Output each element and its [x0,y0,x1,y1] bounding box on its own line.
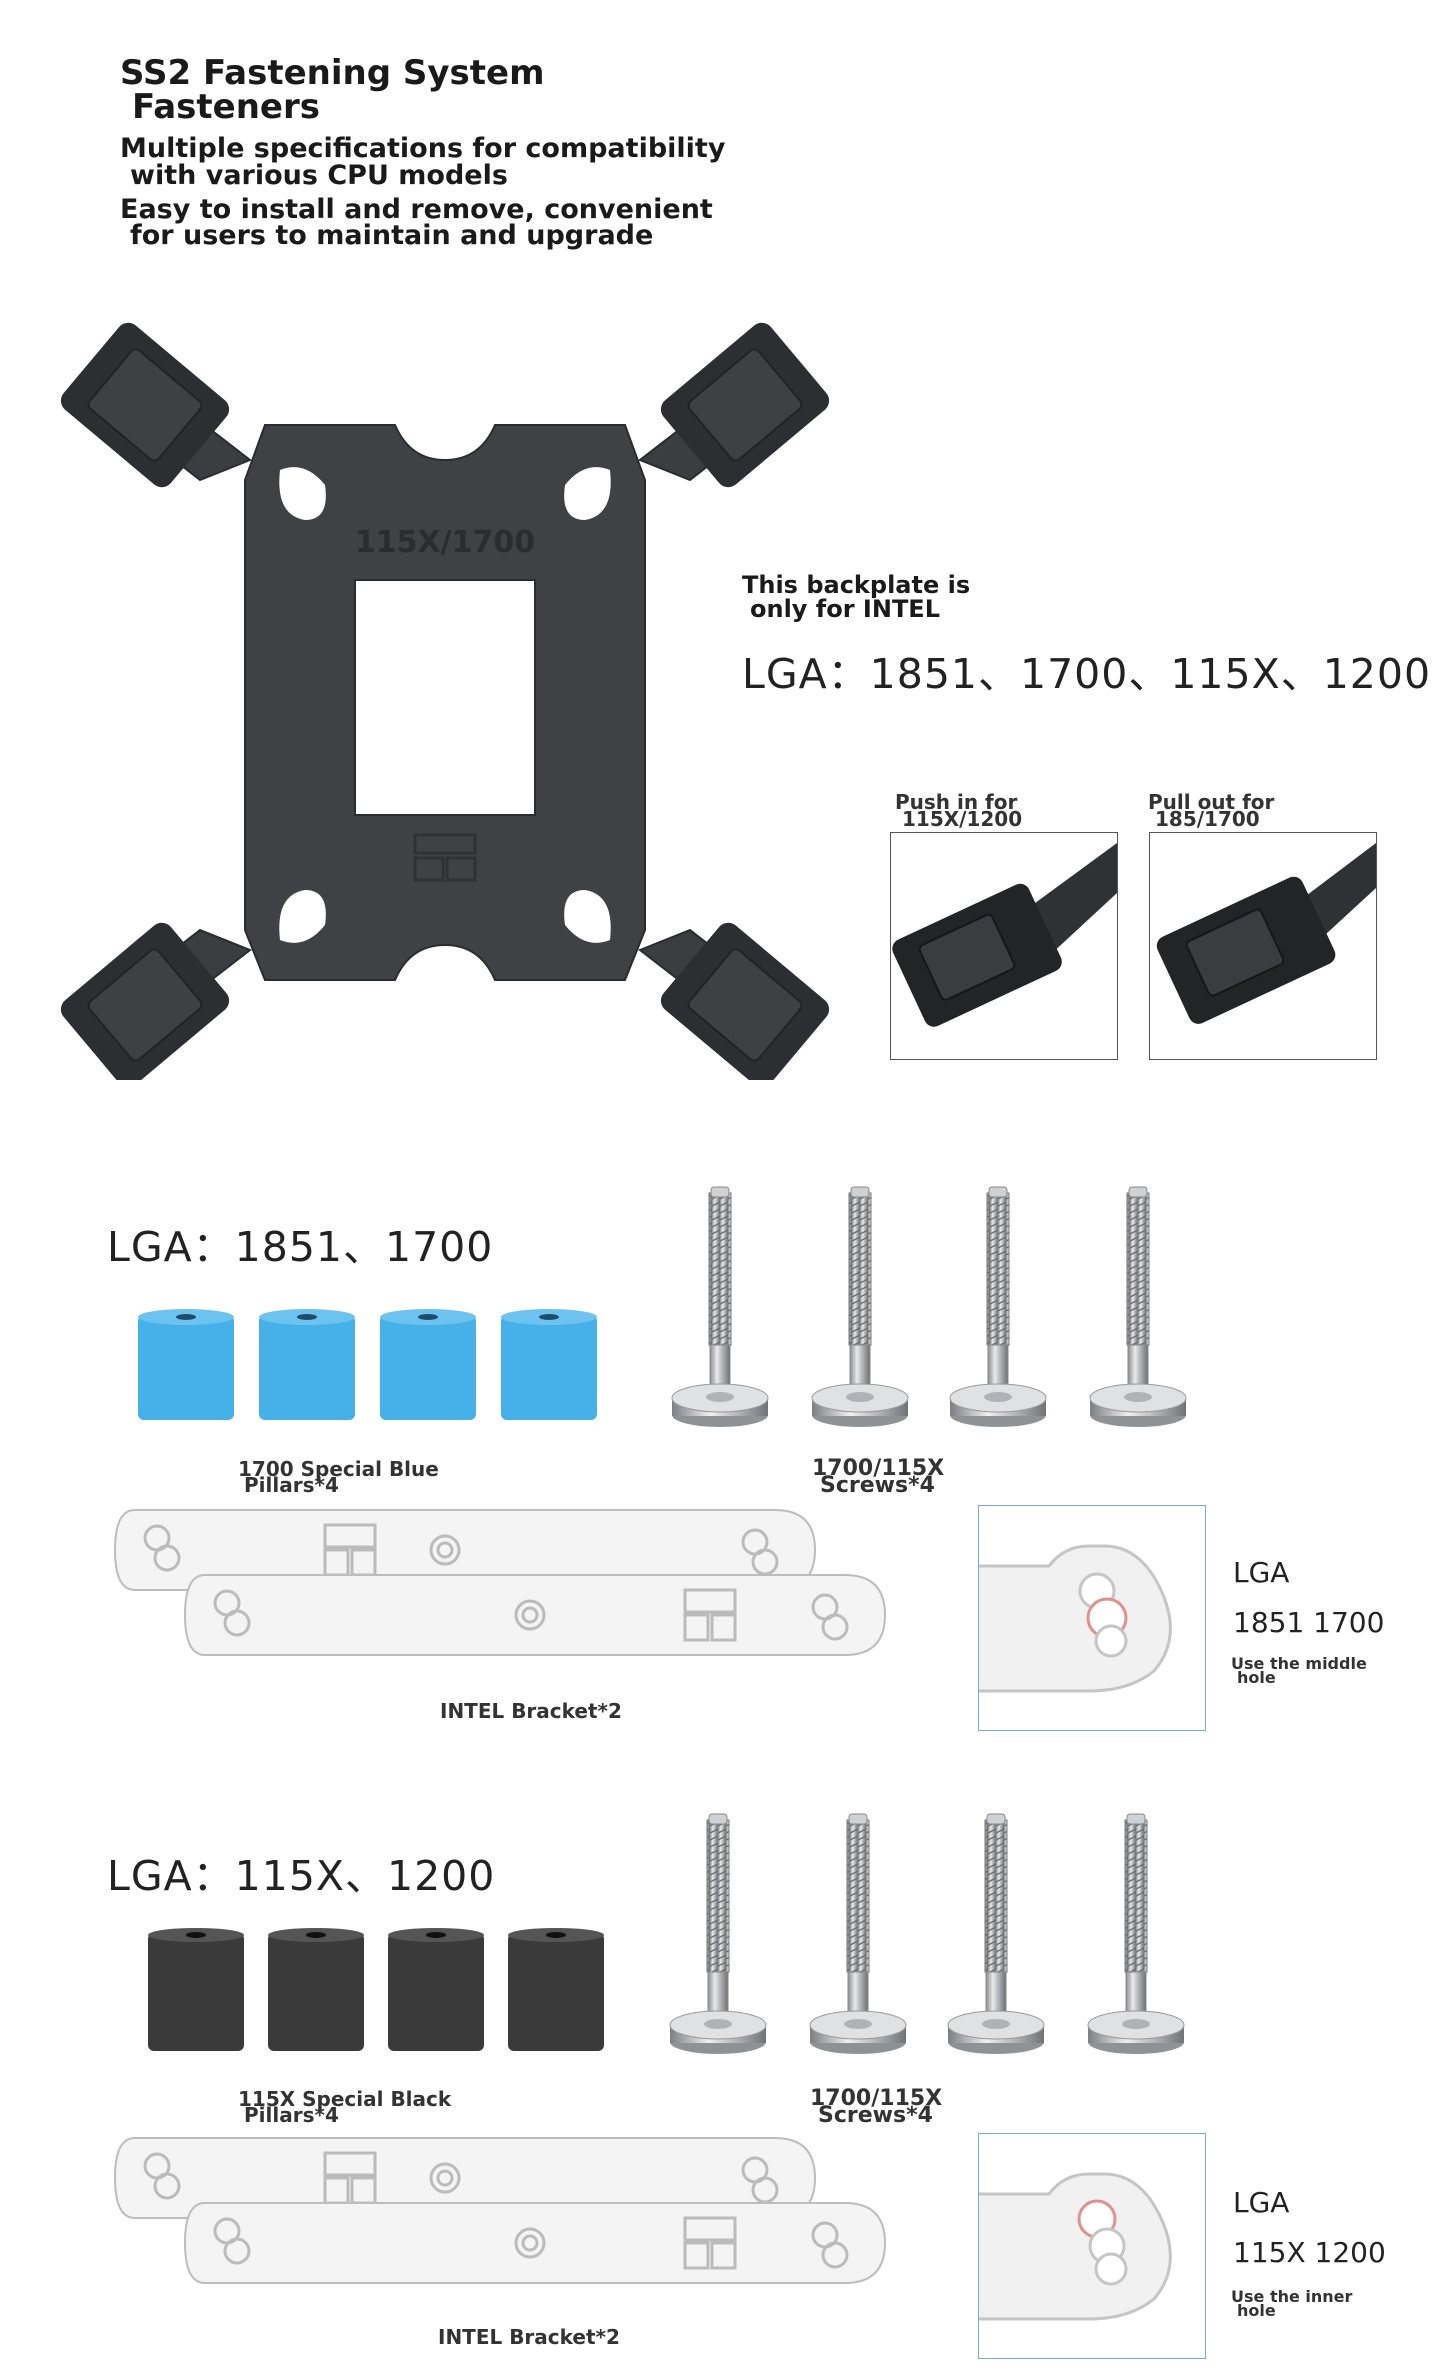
backplate-lga-list: LGA：1851、1700、115X、1200 [742,650,1432,698]
pull-out-label-line1: Pull out for [1148,790,1275,814]
feature-compatibility-line2: with various CPU models [130,160,508,191]
push-in-label-line1: Push in for [895,790,1018,814]
set1700-pillars-image [130,1305,610,1425]
backplate-note-line2: only for INTEL [750,595,940,623]
pull-out-label-line2: 185/1700 [1155,807,1260,831]
set115x-screws-image [660,1812,1200,2062]
set115x-lga: LGA：115X、1200 [107,1852,496,1900]
set1700-pillars-label-line2: Pillars*4 [244,1473,339,1497]
feature-maintenance-line1: Easy to install and remove, convenient [120,194,713,225]
page-title: SS2 Fastening System [120,53,545,93]
set115x-screws-label-line1: 1700/115X [810,2086,943,2111]
intel-backplate-image: 115X/1700 [50,320,840,1080]
set1700-bracket-label: INTEL Bracket*2 [440,1699,622,1723]
set115x-brackets-image [110,2133,890,2308]
set1700-hole-detail-image [978,1505,1206,1731]
set1700-brackets-image [110,1505,890,1680]
set115x-side-sockets: 115X 1200 [1233,2236,1386,2269]
pull-out-latch-image [1149,832,1377,1060]
set115x-side-lga: LGA [1233,2186,1290,2219]
set1700-side-note-line1: Use the middle [1231,1654,1367,1673]
set115x-bracket-label: INTEL Bracket*2 [438,2325,620,2349]
set1700-screws-image [660,1185,1200,1435]
set1700-lga: LGA：1851、1700 [107,1223,494,1271]
set115x-hole-detail-image [978,2133,1206,2359]
backplate-note-line1: This backplate is [742,571,971,599]
set115x-side-note-line2: hole [1237,2301,1276,2320]
feature-compatibility-line1: Multiple specifications for compatibilit… [120,133,726,164]
set115x-screws-label-line2: Screws*4 [818,2103,933,2128]
set115x-side-note-line1: Use the inner [1231,2287,1353,2306]
set1700-pillars-label-line1: 1700 Special Blue [238,1457,439,1481]
set1700-side-sockets: 1851 1700 [1233,1606,1385,1639]
push-in-latch-image [890,832,1118,1060]
feature-maintenance-line2: for users to maintain and upgrade [130,220,654,251]
page-subtitle: Fasteners [132,87,320,127]
set1700-screws-label-line1: 1700/115X [812,1456,945,1481]
set1700-side-note-line2: hole [1237,1668,1276,1687]
backplate-engraving: 115X/1700 [355,525,535,560]
set115x-pillars-label-line2: Pillars*4 [244,2103,339,2127]
set1700-side-lga: LGA [1233,1556,1290,1589]
push-in-label-line2: 115X/1200 [902,807,1023,831]
set1700-screws-label-line2: Screws*4 [820,1473,935,1498]
set115x-pillars-label-line1: 115X Special Black [238,2087,452,2111]
set115x-pillars-image [140,1925,610,2055]
